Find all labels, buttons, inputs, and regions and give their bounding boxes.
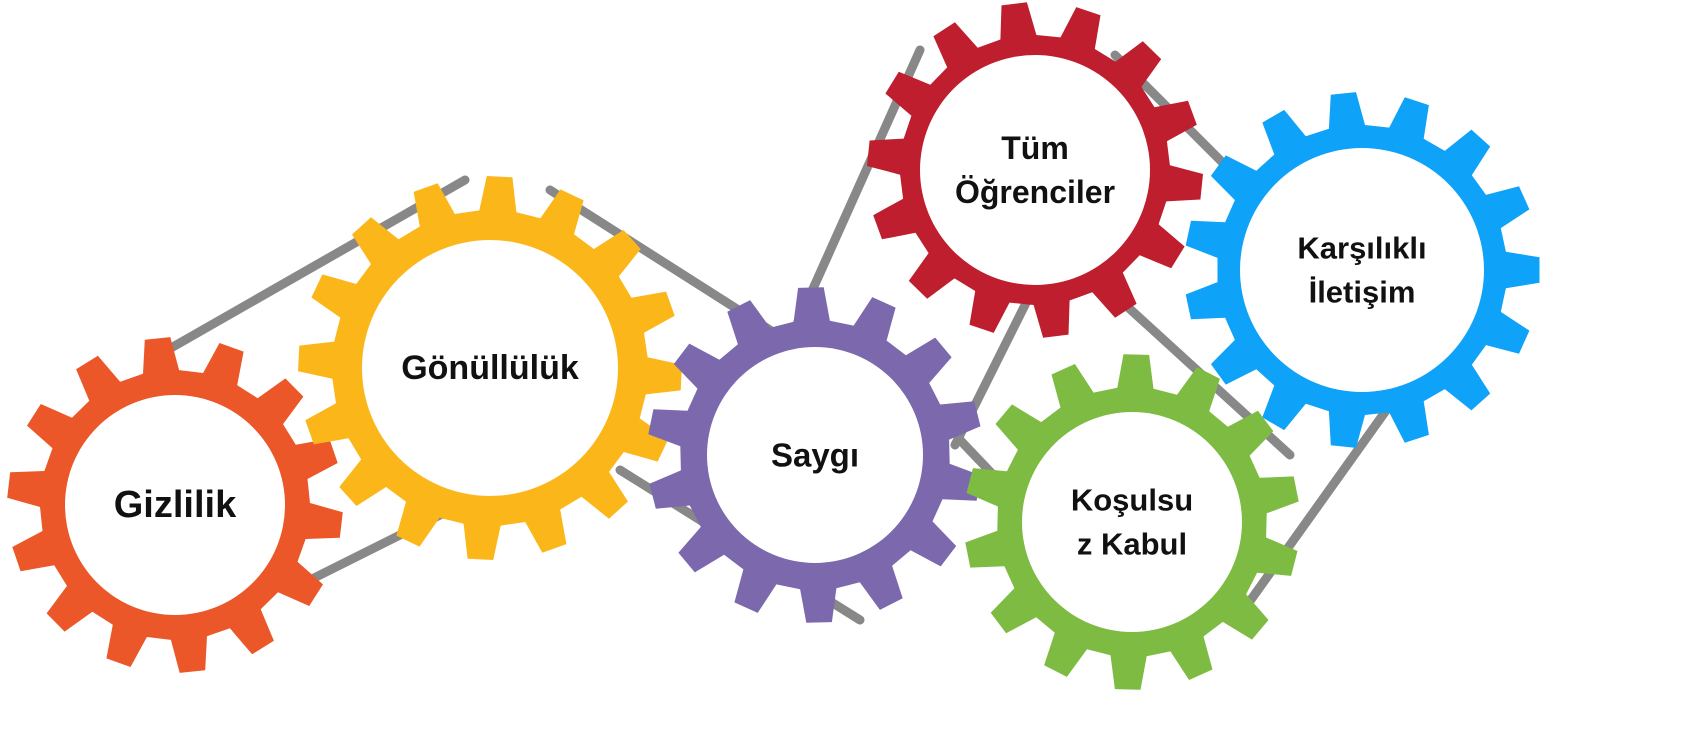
gear-gizlilik-label: Gizlilik xyxy=(114,484,237,526)
gear-gizlilik: Gizlilik xyxy=(7,337,343,673)
gear-karsilikli-iletisim-label: Karşılıklı xyxy=(1297,231,1426,266)
gear-gonulluluk-center xyxy=(362,240,618,496)
gear-group: GizlilikGönüllülükSaygıTümÖğrencilerKarş… xyxy=(7,2,1540,690)
gear-kosulsuz-kabul-label: z Kabul xyxy=(1077,527,1187,562)
gear-karsilikli-iletisim-label: İletişim xyxy=(1309,275,1416,310)
gear-tum-ogrenciler-label: Öğrenciler xyxy=(955,174,1115,210)
gear-saygi-center xyxy=(707,347,923,563)
gear-kosulsuz-kabul: Koşulsu z Kabul xyxy=(965,354,1299,690)
gear-kosulsuz-kabul-center xyxy=(1022,412,1242,632)
gear-saygi-label: Saygı xyxy=(771,437,859,474)
gear-gonulluluk-label: Gönüllülük xyxy=(401,349,579,387)
belt-line xyxy=(1235,400,1395,620)
gear-tum-ogrenciler-center xyxy=(920,55,1150,285)
belt-line xyxy=(545,185,775,335)
gear-gizlilik-center xyxy=(65,395,285,615)
gear-saygi: Saygı xyxy=(648,287,982,623)
gear-kosulsuz-kabul-label: Koşulsu xyxy=(1071,483,1193,518)
gear-karsilikli-iletisim-center xyxy=(1240,148,1484,392)
belt-line xyxy=(145,175,470,365)
gear-tum-ogrenciler-label: Tüm xyxy=(1001,130,1069,166)
gear-gonulluluk: Gönüllülük xyxy=(298,176,682,560)
